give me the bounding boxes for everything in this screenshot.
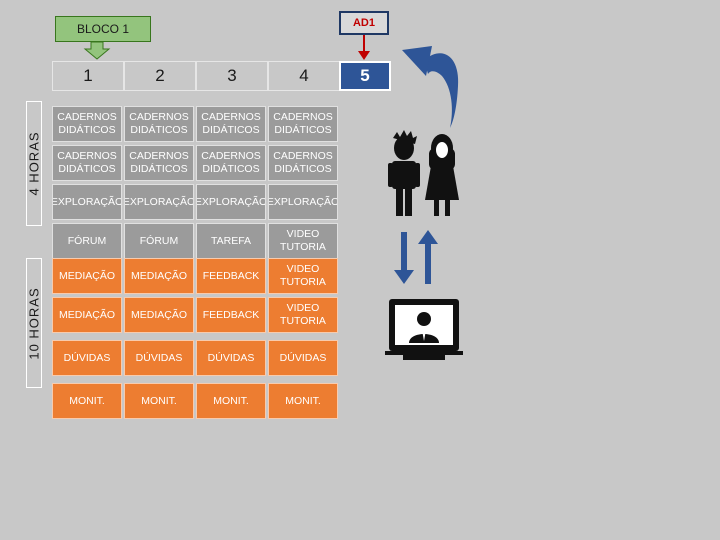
activity-cell-r3-c2: EXPLORAÇÃO xyxy=(124,184,194,220)
video-tutor-icon xyxy=(385,299,463,360)
activity-cell-r6-c1: MEDIAÇÃO xyxy=(52,297,122,333)
activity-cell-r7-c1: DÚVIDAS xyxy=(52,340,122,376)
activity-cell-r4-c4: VIDEO TUTORIA xyxy=(268,223,338,259)
activity-cell-r3-c1: EXPLORAÇÃO xyxy=(52,184,122,220)
column-header-5: 5 xyxy=(339,61,391,91)
activity-cell-r5-c3: FEEDBACK xyxy=(196,258,266,294)
activity-cell-r4-c3: TAREFA xyxy=(196,223,266,259)
activity-cell-r2-c2: CADERNOS DIDÁTICOS xyxy=(124,145,194,181)
ad1-label: AD1 xyxy=(339,11,389,35)
activity-cell-r4-c2: FÓRUM xyxy=(124,223,194,259)
activity-cell-r5-c2: MEDIAÇÃO xyxy=(124,258,194,294)
activity-cell-r2-c3: CADERNOS DIDÁTICOS xyxy=(196,145,266,181)
activity-cell-r1-c1: CADERNOS DIDÁTICOS xyxy=(52,106,122,142)
activity-cell-r8-c2: MONIT. xyxy=(124,383,194,419)
label-4-horas: 4 HORAS xyxy=(26,101,42,226)
activity-cell-r4-c1: FÓRUM xyxy=(52,223,122,259)
bloco-label-text: BLOCO 1 xyxy=(76,22,130,36)
bloco-down-arrow-icon xyxy=(83,42,111,60)
activity-cell-r1-c3: CADERNOS DIDÁTICOS xyxy=(196,106,266,142)
activity-cell-r2-c1: CADERNOS DIDÁTICOS xyxy=(52,145,122,181)
activity-cell-r1-c2: CADERNOS DIDÁTICOS xyxy=(124,106,194,142)
activity-cell-r2-c4: CADERNOS DIDÁTICOS xyxy=(268,145,338,181)
label-10-horas: 10 HORAS xyxy=(26,258,42,388)
activity-cell-r1-c4: CADERNOS DIDÁTICOS xyxy=(268,106,338,142)
activity-cell-r6-c3: FEEDBACK xyxy=(196,297,266,333)
column-header-2: 2 xyxy=(124,61,196,91)
activity-cell-r7-c2: DÚVIDAS xyxy=(124,340,194,376)
activity-cell-r8-c3: MONIT. xyxy=(196,383,266,419)
activity-cell-r6-c2: MEDIAÇÃO xyxy=(124,297,194,333)
activity-cell-r6-c4: VIDEO TUTORIA xyxy=(268,297,338,333)
column-header-4: 4 xyxy=(268,61,340,91)
activity-cell-r8-c1: MONIT. xyxy=(52,383,122,419)
up-down-arrows-icon xyxy=(394,230,438,284)
activity-cell-r7-c4: DÚVIDAS xyxy=(268,340,338,376)
activity-cell-r7-c3: DÚVIDAS xyxy=(196,340,266,376)
ad1-label-text: AD1 xyxy=(352,17,375,29)
activity-cell-r5-c4: VIDEO TUTORIA xyxy=(268,258,338,294)
ad1-down-arrow-icon xyxy=(358,35,370,60)
column-header-3: 3 xyxy=(196,61,268,91)
activity-cell-r8-c4: MONIT. xyxy=(268,383,338,419)
curved-arrow-icon xyxy=(402,46,459,128)
column-header-1: 1 xyxy=(52,61,124,91)
activity-cell-r3-c3: EXPLORAÇÃO xyxy=(196,184,266,220)
activity-cell-r5-c1: MEDIAÇÃO xyxy=(52,258,122,294)
bloco-label: BLOCO 1 xyxy=(55,16,151,42)
students-icon xyxy=(388,130,459,216)
activity-cell-r3-c4: EXPLORAÇÃO xyxy=(268,184,338,220)
